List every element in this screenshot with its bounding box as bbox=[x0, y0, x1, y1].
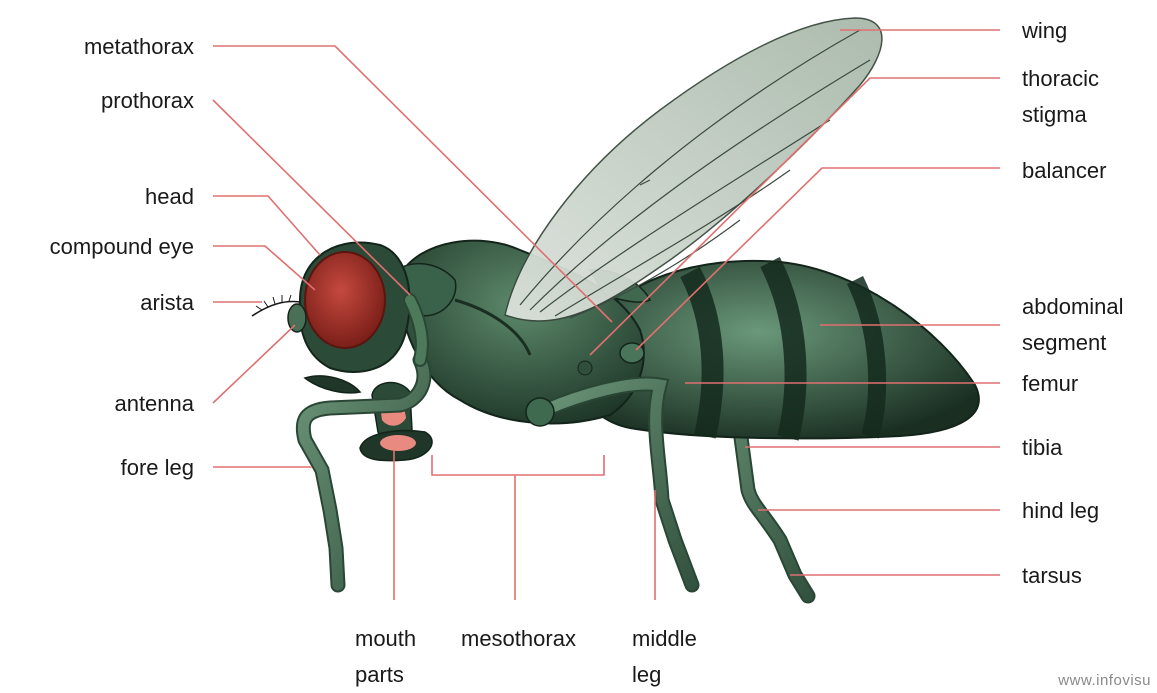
label-thoracic-stigma-line1: thoracic bbox=[1022, 65, 1099, 92]
label-head: head bbox=[145, 183, 194, 210]
label-middle-leg-line1: middle bbox=[632, 625, 697, 652]
head bbox=[252, 242, 410, 372]
label-femur: femur bbox=[1022, 370, 1078, 397]
label-prothorax: prothorax bbox=[101, 87, 194, 114]
leader-antenna bbox=[213, 325, 295, 403]
label-abdominal-segment-line1: abdominal bbox=[1022, 293, 1124, 320]
label-middle-leg-line2: leg bbox=[632, 661, 661, 688]
leader-compound-eye bbox=[213, 246, 315, 290]
label-arista: arista bbox=[140, 289, 194, 316]
label-mouth-parts-line2: parts bbox=[355, 661, 404, 688]
label-metathorax: metathorax bbox=[84, 33, 194, 60]
label-balancer: balancer bbox=[1022, 157, 1106, 184]
label-wing: wing bbox=[1022, 17, 1067, 44]
label-antenna: antenna bbox=[114, 390, 194, 417]
credit-watermark: www.infovisu bbox=[1058, 672, 1151, 689]
label-mesothorax: mesothorax bbox=[461, 625, 576, 652]
label-thoracic-stigma-line2: stigma bbox=[1022, 101, 1087, 128]
label-tarsus: tarsus bbox=[1022, 562, 1082, 589]
leader-mesothorax-bracket bbox=[432, 455, 604, 475]
label-tibia: tibia bbox=[1022, 434, 1062, 461]
label-hind-leg: hind leg bbox=[1022, 497, 1099, 524]
label-compound-eye: compound eye bbox=[50, 233, 194, 260]
label-abdominal-segment-line2: segment bbox=[1022, 329, 1106, 356]
label-fore-leg: fore leg bbox=[121, 454, 194, 481]
label-mouth-parts-line1: mouth bbox=[355, 625, 416, 652]
